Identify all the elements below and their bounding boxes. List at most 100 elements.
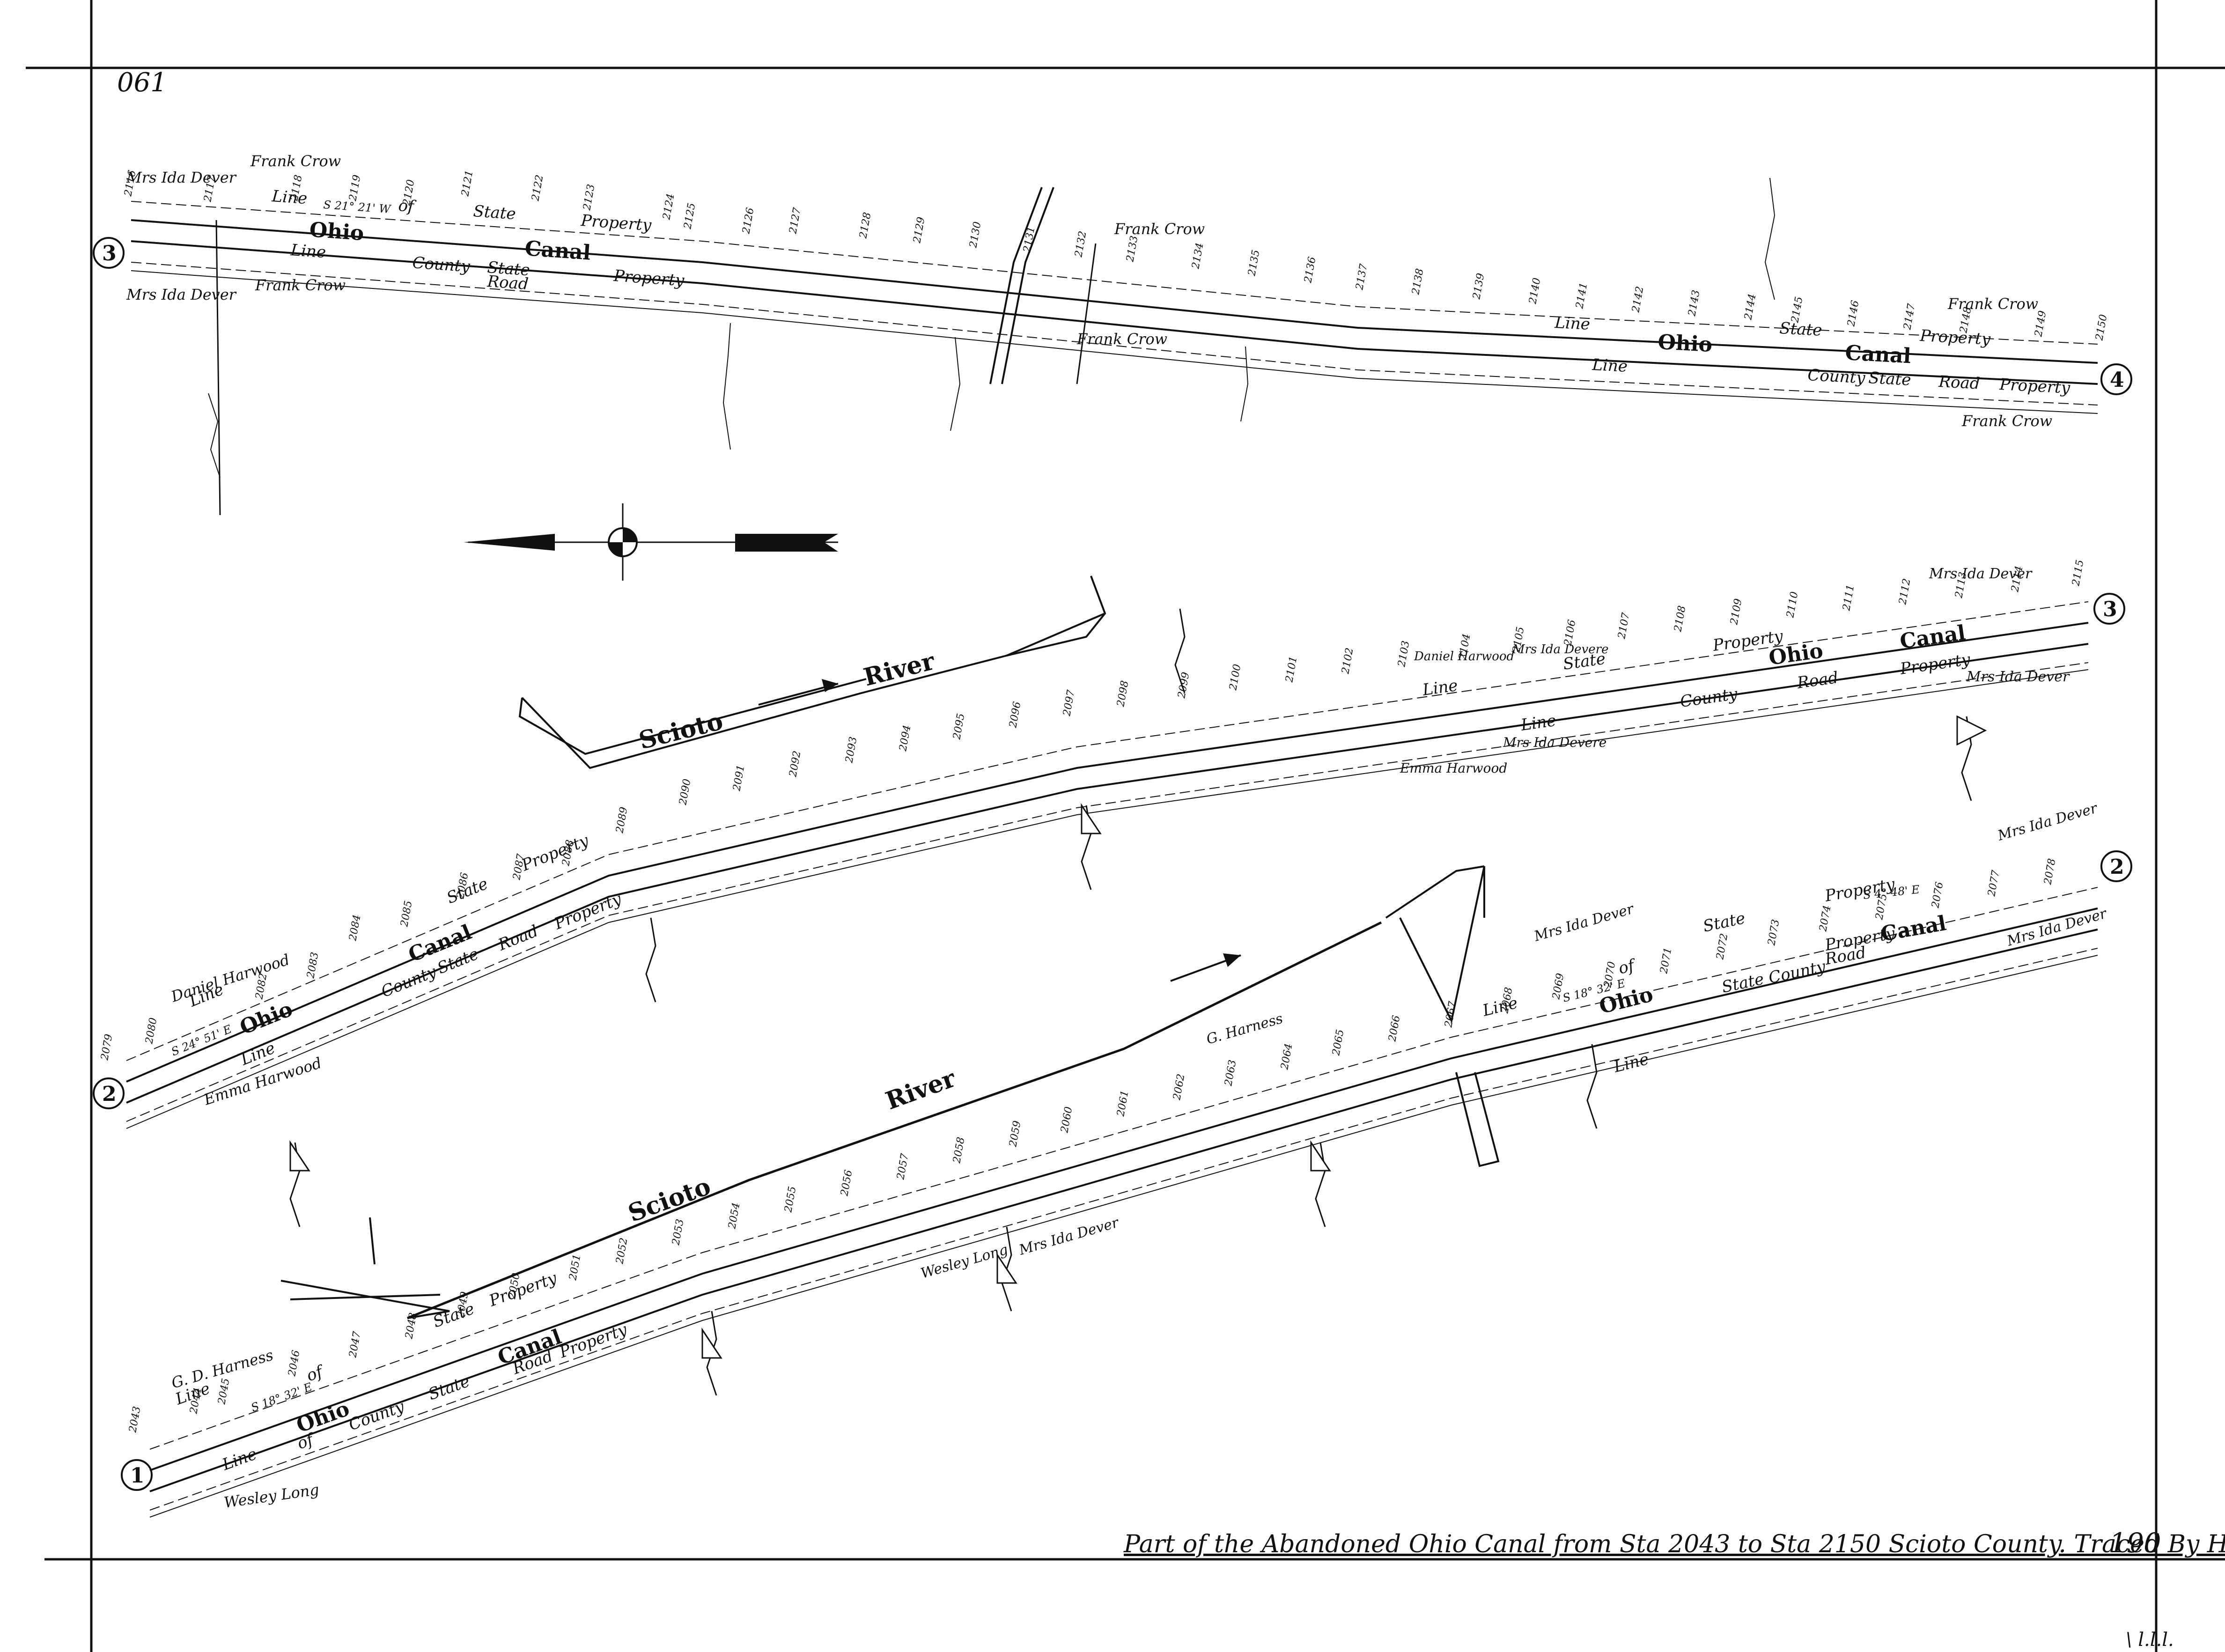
svg-text:2122: 2122 xyxy=(530,174,546,202)
owner-frank-crow-1d: Frank Crow xyxy=(1076,330,1167,348)
label-property-2a: Property xyxy=(518,831,591,875)
svg-text:2048: 2048 xyxy=(403,1312,420,1340)
svg-text:2064: 2064 xyxy=(1279,1043,1295,1071)
owner-frank-crow-1e: Frank Crow xyxy=(1947,295,2038,313)
svg-text:2144: 2144 xyxy=(1742,293,1759,321)
label-line-1b: Line xyxy=(289,241,326,262)
match-circle-3-top: 3 xyxy=(93,237,125,269)
match-circle-1: 1 xyxy=(121,1459,153,1491)
owner-mrs-ida-devere-2b: Mrs Ida Devere xyxy=(1512,642,1608,656)
svg-text:2065: 2065 xyxy=(1330,1029,1347,1057)
cross-section-profiles xyxy=(289,608,1987,1396)
owner-wesley-long-3a: Wesley Long xyxy=(223,1481,320,1512)
svg-text:2132: 2132 xyxy=(1073,230,1089,258)
svg-text:2098: 2098 xyxy=(1115,680,1131,708)
label-property-3b: Property xyxy=(556,1320,630,1362)
svg-text:2053: 2053 xyxy=(670,1218,686,1246)
match-circle-3-mid: 3 xyxy=(2093,593,2125,625)
svg-text:2052: 2052 xyxy=(614,1237,630,1265)
svg-text:2115: 2115 xyxy=(2070,559,2086,587)
svg-text:2126: 2126 xyxy=(740,207,757,235)
canal-strip-3 xyxy=(149,865,2098,1518)
river-label-scioto-2: Scioto xyxy=(625,1172,715,1228)
svg-text:2071: 2071 xyxy=(1658,947,1674,975)
owner-mrs-ida-dever-3c: Mrs Ida Dever xyxy=(2005,905,2109,950)
label-of-3c: of xyxy=(1617,956,1639,978)
svg-text:2095: 2095 xyxy=(951,713,967,741)
owner-mrs-ida-dever-2e: Mrs Ida Dever xyxy=(1966,669,2070,685)
svg-text:2084: 2084 xyxy=(347,914,363,942)
owner-mrs-ida-dever-2d: Mrs Ida Dever xyxy=(1929,566,2033,582)
svg-text:2109: 2109 xyxy=(1728,598,1745,626)
svg-text:2138: 2138 xyxy=(1410,268,1426,296)
label-line-1d: Line xyxy=(1591,355,1628,376)
river-label-river-2: River xyxy=(882,1064,960,1115)
label-road-2b: Road xyxy=(495,922,541,954)
svg-text:2112: 2112 xyxy=(1897,578,1913,606)
svg-text:2058: 2058 xyxy=(951,1136,967,1165)
svg-text:2137: 2137 xyxy=(1354,263,1370,291)
label-state-3a: State xyxy=(430,1299,477,1332)
label-property-1c: Property xyxy=(1919,326,1991,349)
svg-text:2089: 2089 xyxy=(614,806,630,834)
svg-text:2133: 2133 xyxy=(1124,235,1141,263)
svg-text:2074: 2074 xyxy=(1817,905,1834,933)
label-county-1b: County xyxy=(412,253,471,276)
svg-text:2120: 2120 xyxy=(401,179,417,207)
canal-label-canal-2b: Canal xyxy=(1898,621,1967,654)
river-label-scioto-1: Scioto xyxy=(636,707,726,755)
label-state-3b: State xyxy=(426,1372,472,1404)
svg-text:2125: 2125 xyxy=(682,202,698,230)
svg-text:2072: 2072 xyxy=(1714,933,1731,961)
canal-label-ohio-1: Ohio xyxy=(309,218,365,245)
canal-strip-2 xyxy=(126,575,2089,1129)
svg-text:4: 4 xyxy=(2110,368,2124,392)
label-road-1d: Road xyxy=(1938,372,1981,393)
svg-text:3: 3 xyxy=(102,242,117,266)
svg-text:2128: 2128 xyxy=(857,212,874,240)
svg-text:2102: 2102 xyxy=(1340,647,1356,675)
svg-text:2046: 2046 xyxy=(286,1350,302,1378)
owner-mrs-ida-dever-3b: Mrs Ida Dever xyxy=(1532,900,1636,945)
svg-text:2103: 2103 xyxy=(1396,640,1412,668)
canal-label-canal-1b: Canal xyxy=(1844,341,1911,368)
label-property-1d: Property xyxy=(1999,375,2071,398)
match-circle-4: 4 xyxy=(2100,363,2132,395)
svg-text:2116: 2116 xyxy=(122,170,139,198)
svg-text:2123: 2123 xyxy=(581,184,597,212)
label-county-2b: County xyxy=(378,962,439,1002)
canal-label-ohio-1b: Ohio xyxy=(1657,330,1713,357)
svg-text:2093: 2093 xyxy=(843,736,860,764)
svg-text:2090: 2090 xyxy=(677,778,693,806)
svg-text:2078: 2078 xyxy=(2042,858,2058,886)
svg-text:2063: 2063 xyxy=(1223,1059,1239,1087)
label-state-1b: State xyxy=(486,258,530,280)
svg-text:2100: 2100 xyxy=(1227,664,1244,692)
svg-text:2077: 2077 xyxy=(1986,870,2002,898)
owner-frank-crow-1c: Frank Crow xyxy=(1114,220,1205,238)
label-line-3b: Line xyxy=(219,1445,259,1475)
svg-text:2139: 2139 xyxy=(1471,273,1487,301)
river-label-river-1: River xyxy=(861,647,937,692)
svg-text:2121: 2121 xyxy=(459,170,476,198)
owner-mrs-ida-dever-3a: Mrs Ida Dever xyxy=(1017,1214,1121,1259)
label-line-3d: Line xyxy=(1612,1050,1651,1077)
svg-text:2055: 2055 xyxy=(782,1186,799,1214)
label-property-1b: Property xyxy=(612,266,685,290)
svg-text:2108: 2108 xyxy=(1672,605,1688,633)
corner-mark: \ l.l.l. xyxy=(2126,1629,2174,1651)
svg-text:2131: 2131 xyxy=(1021,226,1038,254)
svg-text:2056: 2056 xyxy=(839,1169,855,1197)
owner-mrs-ida-dever-3d: Mrs Ida Dever xyxy=(1996,800,2100,844)
svg-text:2134: 2134 xyxy=(1190,242,1206,270)
label-line-2c: Line xyxy=(1421,676,1459,700)
svg-text:2059: 2059 xyxy=(1007,1120,1024,1148)
svg-text:1: 1 xyxy=(130,1464,145,1488)
svg-text:2080: 2080 xyxy=(143,1017,160,1045)
svg-text:2149: 2149 xyxy=(2033,310,2049,338)
svg-text:2062: 2062 xyxy=(1171,1073,1187,1101)
match-circle-2-mid: 2 xyxy=(93,1077,125,1109)
svg-text:2136: 2136 xyxy=(1302,256,1319,284)
owner-mrs-ida-dever-1a: Mrs Ida Dever xyxy=(126,169,237,186)
